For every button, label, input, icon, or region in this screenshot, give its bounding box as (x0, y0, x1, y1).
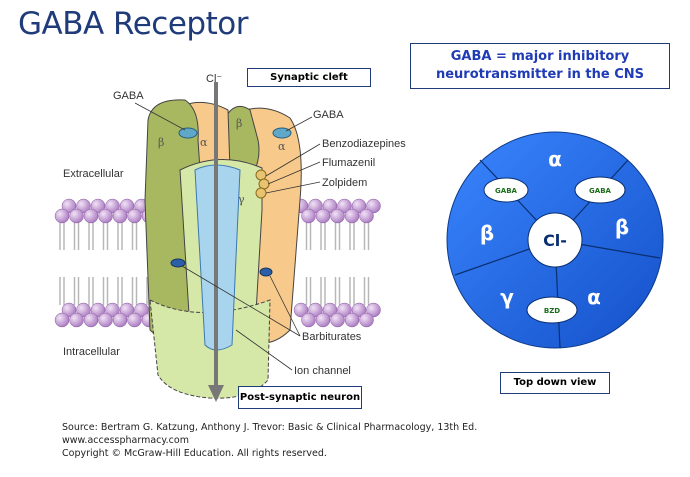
lipid-head (105, 302, 120, 318)
lipid-head (293, 302, 309, 318)
extracellular-label: Extracellular (63, 168, 124, 180)
lipid-head (90, 198, 106, 214)
intracellular-label: Intracellular (63, 346, 120, 358)
lipid-head (315, 312, 331, 328)
lipid-head (69, 208, 84, 224)
chloride-flow-arrow (208, 82, 224, 402)
lipid-head (359, 208, 374, 224)
gaba-pill-left (483, 177, 529, 203)
lipid-head (54, 312, 70, 328)
lipid-head (337, 302, 352, 318)
chloride-label: Cl⁻ (206, 73, 222, 85)
lipid-head (112, 208, 128, 224)
lipid-head (83, 312, 99, 328)
top-alpha-bottom-label: α (587, 285, 601, 309)
lipid-head (322, 302, 338, 318)
lipid-head (330, 312, 345, 328)
lipid-head (98, 312, 113, 328)
lipid-head (344, 208, 360, 224)
top-beta-left-label: β (480, 221, 494, 245)
top-down-view-box: Top down view (500, 372, 610, 394)
lipid-head (112, 312, 128, 328)
post-synaptic-box: Post-synaptic neuron (238, 386, 362, 409)
lipid-head (119, 302, 135, 318)
top-gamma-label: γ (500, 285, 514, 309)
gamma-label: γ (238, 193, 245, 206)
lipid-head (127, 208, 142, 224)
lipid-head (301, 312, 316, 328)
lipid-head (105, 198, 120, 214)
lipid-head (366, 198, 381, 214)
top-down-view: Cl- α β β γ α GABA GABA BZD (446, 131, 664, 349)
center-pore (527, 212, 583, 268)
lipid-head (351, 302, 367, 318)
info-line-1: GABA = major inhibitory (450, 49, 630, 64)
beta-label-right: β (236, 117, 242, 130)
center-label: Cl- (543, 231, 567, 250)
source-line-3: Copyright © McGraw-Hill Education. All r… (62, 448, 327, 459)
zolpidem-label: Zolpidem (322, 177, 367, 189)
gaba-binding-site-left (178, 127, 198, 139)
info-line-2: neurotransmitter in the CNS (435, 67, 645, 82)
synaptic-cleft-box: Synaptic cleft (247, 68, 371, 87)
gaba-info-box: GABA = major inhibitory neurotransmitter… (410, 43, 670, 89)
lipid-head (127, 312, 142, 328)
flumazenil-label: Flumazenil (322, 157, 375, 169)
top-alpha-label: α (548, 147, 562, 171)
gaba-pill-left-label: GABA (495, 187, 517, 195)
source-line-1: Source: Bertram G. Katzung, Anthony J. T… (62, 422, 478, 433)
lipid-head (308, 302, 323, 318)
lipid-head (301, 208, 316, 224)
lipid-head (76, 198, 91, 214)
barbiturate-site-left (170, 258, 186, 268)
page-title: GABA Receptor (18, 6, 248, 42)
lipid-head (61, 302, 77, 318)
source-line-2: www.accesspharmacy.com (62, 435, 189, 446)
lipid-head (315, 208, 331, 224)
lipid-head (98, 208, 113, 224)
lipid-head (83, 208, 99, 224)
bzd-pill-label: BZD (544, 307, 560, 315)
lipid-head (344, 312, 360, 328)
lipid-head (351, 198, 367, 214)
lipid-tails-lower (59, 277, 370, 305)
lipid-head (322, 198, 338, 214)
beta-label-left: β (158, 136, 164, 149)
lipid-head (119, 198, 135, 214)
leader-lines (134, 102, 321, 371)
source-citation: Source: Bertram G. Katzung, Anthony J. T… (62, 421, 477, 460)
alpha-label-left: α (200, 136, 208, 149)
lipid-head (366, 302, 381, 318)
gaba-label-right: GABA (313, 109, 344, 121)
lipid-heads-lower (54, 302, 381, 328)
lipid-head (54, 208, 70, 224)
gaba-pill-right (574, 176, 626, 204)
gaba-label-left: GABA (113, 90, 144, 102)
benzodiazepines-label: Benzodiazepines (322, 138, 406, 150)
bzd-pill (526, 296, 578, 324)
ion-channel-label: Ion channel (294, 365, 351, 377)
lipid-head (359, 312, 374, 328)
gaba-pill-right-label: GABA (589, 187, 611, 195)
barbiturate-site-right (259, 267, 273, 277)
lipid-head (90, 302, 106, 318)
lipid-head (308, 198, 323, 214)
lipid-head (134, 302, 149, 318)
barbiturates-label: Barbiturates (302, 331, 362, 343)
lipid-head (76, 302, 91, 318)
benzodiazepine-site (255, 169, 270, 199)
lipid-head (61, 198, 77, 214)
lipid-head (337, 198, 352, 214)
lipid-head (69, 312, 84, 328)
receptor-protein (144, 99, 302, 399)
top-beta-right-label: β (615, 215, 629, 239)
lipid-head (330, 208, 345, 224)
alpha-label-right: α (278, 140, 286, 153)
